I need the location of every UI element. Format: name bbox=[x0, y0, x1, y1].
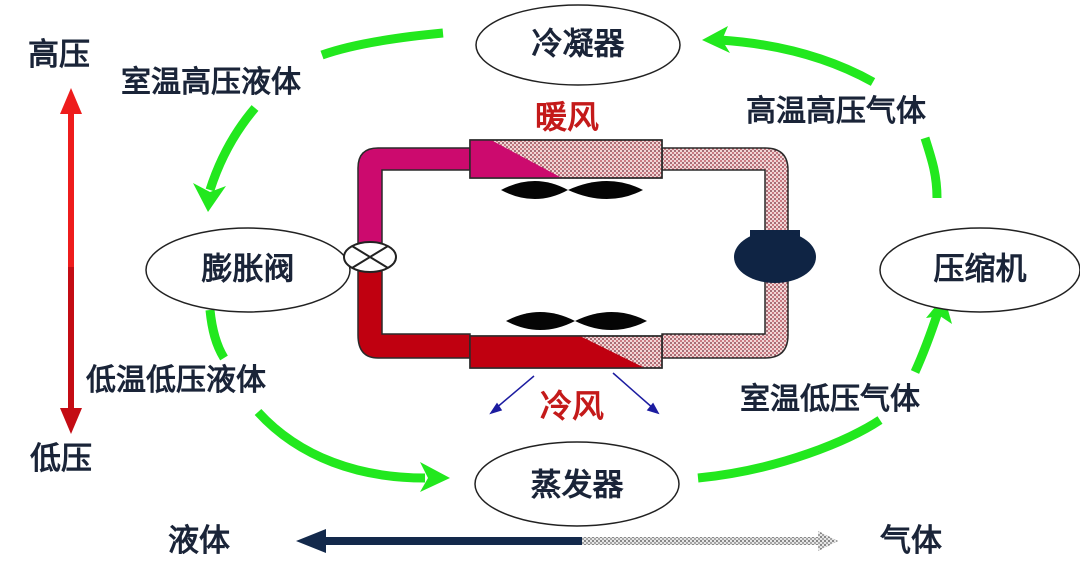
pipe-low-pressure-liquid bbox=[357, 269, 471, 359]
expansion-valve-label: 膨胀阀 bbox=[201, 251, 295, 288]
phase-axis-gas-segment bbox=[582, 537, 822, 545]
cycle-arrow-evaporator-out bbox=[697, 416, 883, 483]
arrow-down-icon bbox=[60, 408, 82, 434]
state-label-room-temp-high-pressure-liquid: 室温高压液体 bbox=[121, 65, 301, 100]
phase-axis bbox=[296, 529, 838, 553]
warm-wind-label: 暖风 bbox=[535, 98, 600, 136]
condenser-node bbox=[475, 4, 681, 86]
evaporator-label: 蒸发器 bbox=[530, 467, 624, 504]
state-label-room-temp-low-pressure-gas: 室温低压气体 bbox=[740, 382, 920, 417]
compressor-label: 压缩机 bbox=[933, 251, 1027, 288]
arrow-right-icon bbox=[818, 531, 838, 551]
evaporator-node bbox=[474, 441, 680, 527]
pressure-axis bbox=[60, 88, 82, 434]
arrow-left-icon bbox=[296, 529, 326, 553]
cold-wind-label: 冷风 bbox=[540, 387, 605, 425]
cold-wind-arrows bbox=[489, 372, 660, 415]
arrow-head-icon bbox=[702, 26, 730, 53]
refrigerant-loop bbox=[357, 139, 789, 369]
compressor-icon bbox=[734, 230, 816, 283]
cycle-arrow-expansion-valve-out bbox=[205, 309, 228, 361]
arrow-head-icon bbox=[420, 462, 450, 492]
pressure-axis-low-segment bbox=[68, 267, 74, 412]
fan-icon-condenser bbox=[501, 181, 643, 199]
cycle-arrow-to-evaporator bbox=[254, 408, 426, 483]
condenser-coil-liquid-part bbox=[470, 140, 562, 178]
fan-icon-evaporator bbox=[506, 312, 647, 330]
cycle-arrow-to-expansion-valve bbox=[205, 105, 259, 192]
cycle-arrow-to-compressor bbox=[910, 310, 943, 374]
phase-gas-label: 气体 bbox=[880, 523, 942, 559]
expansion-valve-icon bbox=[343, 241, 397, 273]
arrow-up-icon bbox=[60, 88, 82, 114]
compressor-node bbox=[879, 227, 1080, 313]
state-label-low-temp-low-pressure-liquid: 低温低压液体 bbox=[86, 363, 266, 398]
cycle-arrows bbox=[205, 28, 943, 483]
pressure-high-label: 高压 bbox=[28, 37, 90, 73]
expansion-valve-node bbox=[145, 227, 351, 313]
pressure-axis-high-segment bbox=[68, 112, 74, 267]
evaporator-coil-liquid-part bbox=[470, 336, 645, 368]
state-label-high-temp-high-pressure-gas: 高温高压气体 bbox=[746, 94, 926, 129]
cycle-arrow-compressor-out bbox=[920, 136, 942, 199]
arrow-head-icon bbox=[193, 183, 226, 212]
phase-liquid-label: 液体 bbox=[168, 523, 230, 559]
cycle-arrow-condenser-out bbox=[320, 28, 444, 60]
pressure-low-label: 低压 bbox=[30, 441, 92, 477]
cycle-arrow-to-condenser bbox=[719, 35, 876, 86]
condenser-label: 冷凝器 bbox=[531, 26, 625, 63]
pipe-high-pressure-liquid bbox=[357, 147, 471, 245]
phase-axis-liquid-segment bbox=[322, 537, 582, 545]
